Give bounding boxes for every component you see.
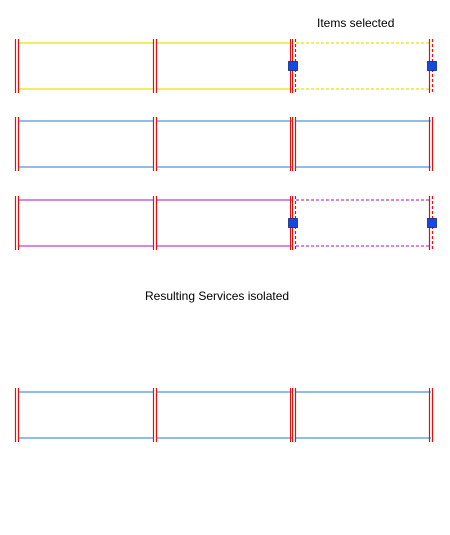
magenta-duct-run[interactable]	[14, 196, 437, 250]
isolated-blue-duct-run[interactable]	[14, 388, 434, 442]
yellow-duct-run[interactable]	[14, 39, 437, 93]
grip-handle[interactable]	[427, 218, 437, 228]
grip-handle[interactable]	[288, 61, 298, 71]
items-selected-caption: Items selected	[317, 16, 395, 30]
grip-handle[interactable]	[427, 61, 437, 71]
grip-handle[interactable]	[288, 218, 298, 228]
blue-duct-run[interactable]	[14, 117, 434, 171]
resulting-services-caption: Resulting Services isolated	[145, 289, 290, 303]
